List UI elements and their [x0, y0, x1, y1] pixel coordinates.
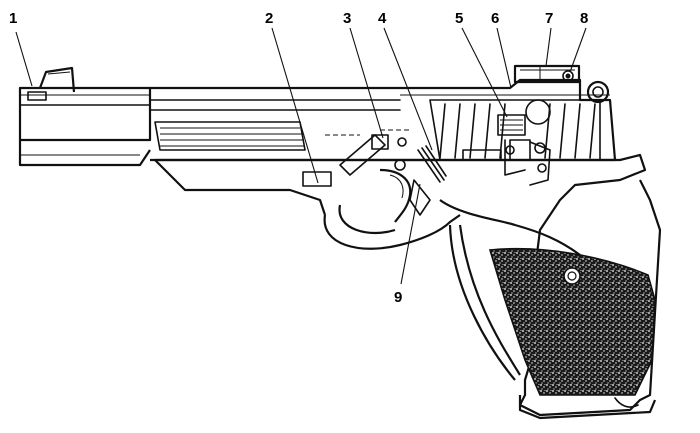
callout-2: 2: [265, 10, 273, 27]
grip-panel: [488, 247, 656, 396]
trigger-guard: [323, 204, 461, 250]
grip: [439, 199, 581, 381]
hammer: [586, 80, 610, 104]
callout-7: 7: [545, 10, 553, 27]
trigger-mechanism: [302, 129, 447, 216]
rear-sight: [513, 64, 581, 84]
leader-2: [271, 27, 319, 184]
callout-8: 8: [580, 10, 588, 27]
callout-1: 1: [9, 10, 17, 27]
leader-7: [545, 27, 552, 67]
magazine-base: [518, 395, 657, 420]
leader-lines: [15, 27, 587, 285]
callout-9: 9: [394, 289, 402, 306]
leader-3: [349, 27, 384, 139]
callout-3: 3: [343, 10, 351, 27]
trigger: [379, 168, 412, 223]
leader-4: [383, 27, 433, 151]
callout-labels: 1 2 3 4 5 6 7 8 9: [9, 10, 588, 306]
slide: [149, 78, 617, 162]
leader-1: [15, 31, 33, 87]
sear-group: [462, 99, 551, 186]
grip-screw: [563, 267, 581, 285]
callout-4: 4: [378, 10, 387, 27]
leader-6: [496, 27, 512, 89]
leader-8: [569, 27, 587, 73]
front-sight: [38, 66, 76, 93]
leader-5: [461, 27, 508, 118]
callout-6: 6: [491, 10, 499, 27]
ventilation-slots: [154, 121, 306, 151]
leader-9: [400, 183, 421, 285]
barrel: [18, 86, 152, 167]
callout-5: 5: [455, 10, 463, 27]
